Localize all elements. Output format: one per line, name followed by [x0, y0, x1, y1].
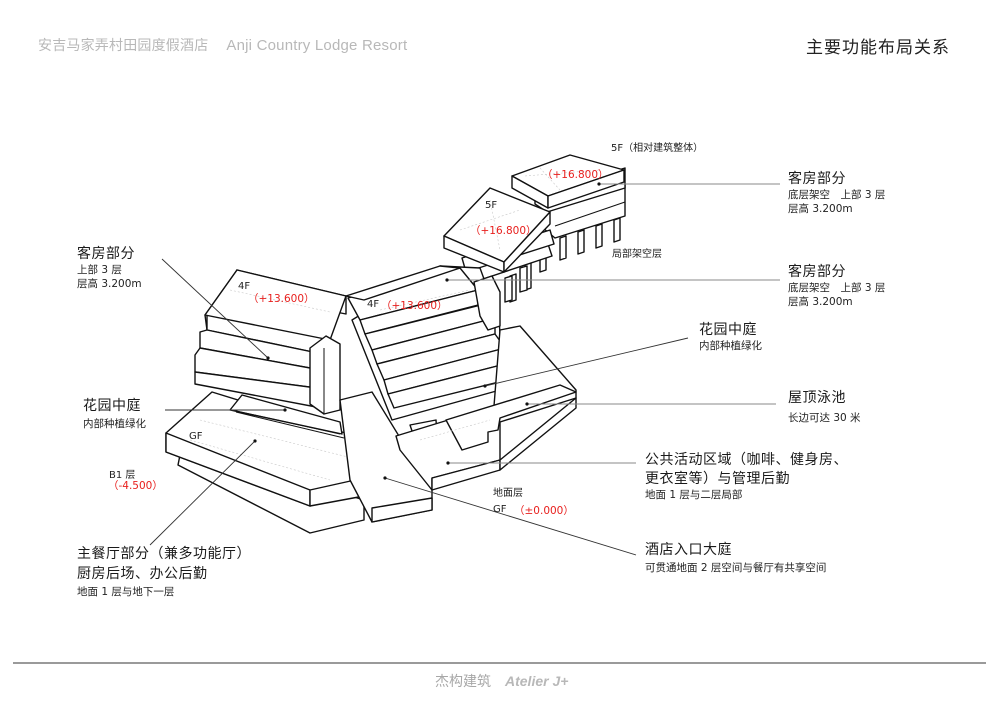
annotation-title: 更衣室等）与管理后勤 [645, 471, 790, 487]
annotation-detail: 底层架空 上部 3 层 [788, 189, 886, 201]
block-4f-left [194, 269, 347, 415]
level-ground-gf: GF [493, 504, 507, 515]
annotation-rooms-left: 客房部分 上部 3 层 层高 3.200m [77, 246, 142, 291]
project-title: 安吉马家弄村田园度假酒店 Anji Country Lodge Resort [38, 35, 407, 55]
annotation-detail: 地面 1 层与二层局部 [645, 489, 743, 501]
annotation-garden-left: 花园中庭 内部种植绿化 [83, 398, 146, 431]
annotation-title: 花园中庭 [699, 322, 757, 338]
annotation-title: 客房部分 [788, 264, 846, 280]
annotation-detail: 内部种植绿化 [83, 418, 146, 430]
annotation-detail: 内部种植绿化 [699, 340, 762, 352]
annotation-roof-pool: 屋顶泳池 长边可达 30 米 [788, 390, 861, 425]
annotation-title: 客房部分 [77, 246, 135, 262]
leader-lobby [384, 477, 637, 556]
annotation-title: 主餐厅部分（兼多功能厅） [77, 546, 251, 562]
annotation-title: 公共活动区域（咖啡、健身房、 [645, 452, 848, 468]
stilt-layer-note: 局部架空层 [612, 249, 662, 260]
project-title-cn: 安吉马家弄村田园度假酒店 [38, 38, 209, 54]
block-4f-center [345, 265, 516, 421]
annotation-garden-right: 花园中庭 内部种植绿化 [699, 322, 762, 353]
annotation-detail: 上部 3 层 [77, 264, 122, 276]
annotation-title: 酒店入口大庭 [645, 542, 732, 558]
leader-rooms-left [161, 258, 269, 359]
annotation-lobby: 酒店入口大庭 可贯通地面 2 层空间与餐厅有共享空间 [645, 542, 826, 575]
level-4f-center: 4F [367, 299, 380, 310]
elevation-5f-middle: （+16.800） [470, 225, 537, 237]
annotation-title: 花园中庭 [83, 398, 141, 414]
block-5f-right [509, 154, 626, 303]
leader-dining [149, 440, 256, 546]
block-5f-middle [443, 187, 555, 303]
sheet-title: 主要功能布局关系 [806, 38, 950, 58]
level-5f-note: 5F（相对建筑整体） [611, 143, 704, 154]
annotation-title: 客房部分 [788, 171, 846, 187]
annotation-dining: 主餐厅部分（兼多功能厅） 厨房后场、办公后勤 地面 1 层与地下一层 [77, 546, 251, 599]
annotation-detail: 长边可达 30 米 [788, 412, 861, 424]
leader-lines [149, 182, 780, 556]
annotation-detail: 可贯通地面 2 层空间与餐厅有共享空间 [645, 562, 827, 574]
level-4f-left: 4F [238, 281, 251, 292]
annotation-public-area: 公共活动区域（咖啡、健身房、 更衣室等）与管理后勤 地面 1 层与二层局部 [645, 452, 848, 502]
annotation-title: 厨房后场、办公后勤 [77, 566, 208, 582]
leader-garden-right [484, 337, 689, 387]
annotation-detail: 层高 3.200m [77, 278, 142, 290]
block-pool-public [395, 325, 577, 491]
footer-firm: 杰构建筑 Atelier J+ [435, 671, 568, 691]
block-gf-dining [165, 391, 365, 534]
annotation-detail: 层高 3.200m [788, 203, 853, 215]
annotation-detail: 层高 3.200m [788, 296, 853, 308]
elevation-ground: （±0.000） [514, 505, 574, 517]
footer-divider [13, 662, 986, 664]
footer-firm-cn: 杰构建筑 [435, 674, 491, 690]
elevation-b1: （-4.500） [108, 480, 163, 492]
annotation-rooms-right-lower: 客房部分 底层架空 上部 3 层 层高 3.200m [788, 264, 885, 309]
footer-firm-en: Atelier J+ [505, 673, 569, 689]
annotation-title: 屋顶泳池 [788, 390, 846, 406]
annotation-rooms-right-upper: 客房部分 底层架空 上部 3 层 层高 3.200m [788, 171, 885, 216]
level-gf: GF [189, 431, 203, 442]
project-title-en: Anji Country Lodge Resort [226, 37, 408, 54]
annotation-detail: 底层架空 上部 3 层 [788, 282, 886, 294]
annotation-detail: 地面 1 层与地下一层 [77, 586, 175, 598]
elevation-4f-center: （+13.600） [381, 300, 448, 312]
elevation-5f-right: （+16.800） [542, 169, 609, 181]
level-5f-middle: 5F [485, 200, 498, 211]
elevation-4f-left: （+13.600） [248, 293, 315, 305]
level-ground: 地面层 [493, 488, 523, 499]
level-b1: B1 层 [109, 470, 136, 481]
